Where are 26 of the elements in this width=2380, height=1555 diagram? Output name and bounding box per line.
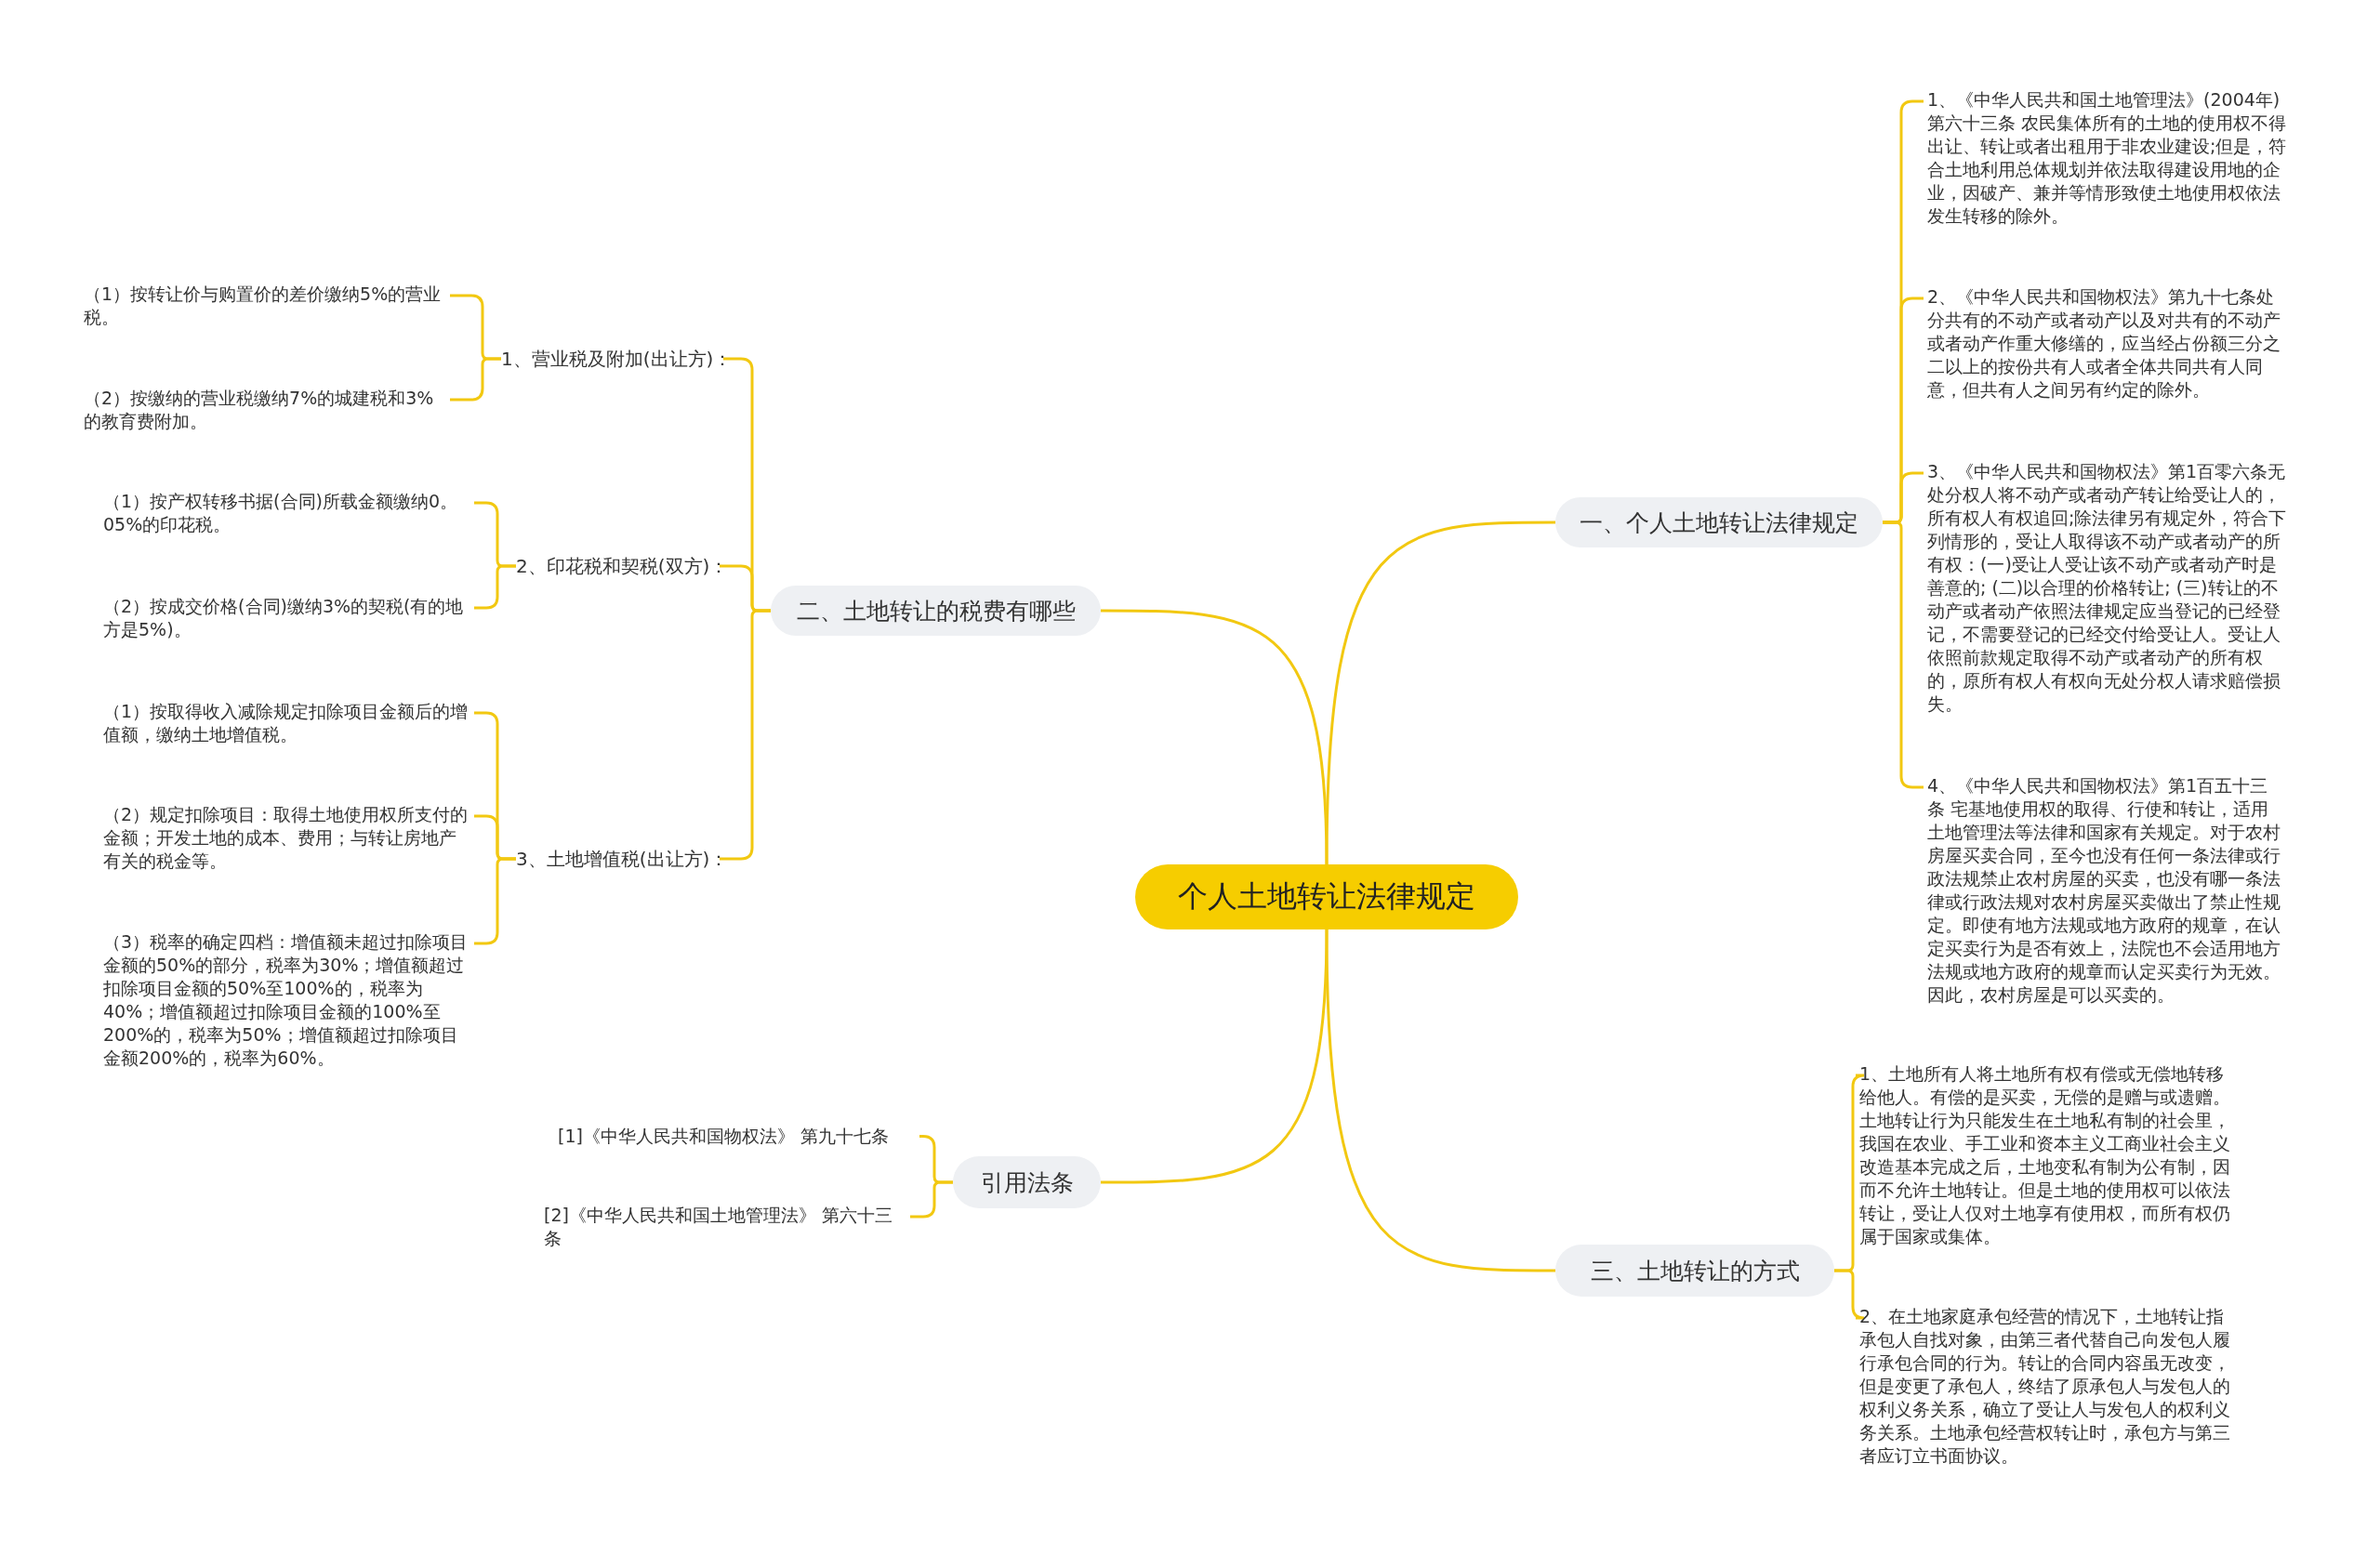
note-text: （1）按转让价与购置价的差价缴纳5%的营业税。 <box>84 283 446 329</box>
topic-box: 一、个人土地转让法律规定 <box>1555 497 1883 547</box>
topic-box: 三、土地转让的方式 <box>1555 1245 1834 1297</box>
note-text: 4、《中华人民共和国物权法》第1百五十三条 宅基地使用权的取得、行使和转让，适用土地管理法等法律和国家有关规定。对于农村房屋买卖合同，至今也没有任何一条法律或行政法规禁止农村房屋的买卖，也没有哪一条法律或行政法规对农村房屋买卖做出了禁止性规定。即使有地方法规或地方政府的规章，在认定买卖行为是否有效上，法院也不会适用地方法规或地方政府的规章而认定买卖行为无效。因此，农村房屋是可以买卖的。 <box>1927 774 2281 1007</box>
connector-line <box>910 1180 953 1219</box>
note-text: 2、《中华人民共和国物权法》第九十七条处分共有的不动产或者动产以及对共有的不动产或者动产作重大修缮的，应当经占份额三分之二以上的按份共有人或者全体共同共有人同意，但共有人之间另有约定的除外。 <box>1927 285 2292 402</box>
connector-line <box>1101 609 1329 865</box>
topic-box: 二、土地转让的税费有哪些 <box>771 586 1101 636</box>
note-text: 3、《中华人民共和国物权法》第1百零六条无处分权人将不动产或者动产转让给受让人的，所有权人有权追回;除法律另有规定外，符合下列情形的，受让人取得该不动产或者动产的所有权：(一)受让人受让该不动产或者动产时是善意的; (二)以合理的价格转让; (三)转让的不动产或者动产依照法律规定应当登记的已经登记，不需要登记的已经交付给受让人。受让人依照前款规定取得不动产或者动产的所有权的，原所有权人有权向无处分权人请求赔偿损失。 <box>1927 460 2292 716</box>
topic-box: 引用法条 <box>953 1156 1101 1208</box>
note-text: （1）按取得收入减除规定扣除项目金额后的增值额，缴纳土地增值税。 <box>103 700 470 746</box>
note-text: [1]《中华人民共和国物权法》 第九十七条 <box>558 1125 916 1148</box>
note-text: （2）按成交价格(合同)缴纳3%的契税(有的地方是5%)。 <box>103 595 470 641</box>
note-text: （3）税率的确定四档：增值额未超过扣除项目金额的50%的部分，税率为30%；增值额超过扣除项目金额的50%至100%的，税率为40%；增值额超过扣除项目金额的100%至200%的，税率为50%；增值额超过扣除项目金额200%的，税率为60%。 <box>103 930 470 1070</box>
note-text: 1、土地所有人将土地所有权有偿或无偿地转移给他人。有偿的是买卖，无偿的是赠与或遗赠。土地转让行为只能发生在土地私有制的社会里，我国在农业、手工业和资本主义工商业社会主义改造基本完成之后，土地变私有制为公有制，因而不允许土地转让。但是土地的使用权可以依法转让，受让人仅对土地享有使用权，而所有权仍属于国家或集体。 <box>1859 1062 2236 1248</box>
central-topic: 个人土地转让法律规定 <box>1135 864 1518 929</box>
note-text: 1、《中华人民共和国土地管理法》(2004年)第六十三条 农民集体所有的土地的使用权不得出让、转让或者出租用于非农业建设;但是，符合土地利用总体规划并依法取得建设用地的企业，因破产、兼并等情形致使土地使用权依法发生转移的除外。 <box>1927 88 2292 228</box>
connector-line <box>1325 929 1555 1272</box>
connector-line <box>474 564 516 610</box>
connector-line <box>1834 1269 1866 1320</box>
note-text: （1）按产权转移书据(合同)所载金额缴纳0。05%的印花税。 <box>103 490 470 536</box>
note-text: （2）按缴纳的营业税缴纳7%的城建税和3%的教育费附加。 <box>84 387 446 433</box>
note-text: （2）规定扣除项目：取得土地使用权所支付的金额；开发土地的成本、费用；与转让房地产有关的税金等。 <box>103 803 470 873</box>
note-text: 2、在土地家庭承包经营的情况下，土地转让指承包人自找对象，由第三者代替自己向发包人履行承包合同的行为。转让的合同内容虽无改变，但是变更了承包人，终结了原承包人与发包人的权利义务关系，确立了受让人与发包人的权利义务关系。土地承包经营权转让时，承包方与第三者应订立书面协议。 <box>1859 1305 2236 1468</box>
note-text: [2]《中华人民共和国土地管理法》 第六十三条 <box>544 1204 906 1250</box>
connector-line <box>1101 929 1329 1184</box>
